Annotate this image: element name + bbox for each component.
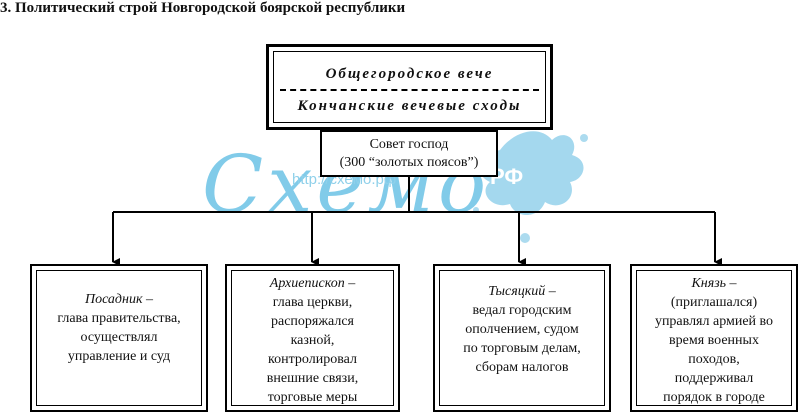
branch-inner [439, 270, 605, 406]
branch-line: ведал городским [472, 303, 572, 318]
branch-inner [36, 270, 202, 406]
district-veche-label: Кончанские вечевые сходы [297, 98, 522, 114]
branch-line: поддерживал [674, 371, 754, 386]
dashed-divider [280, 89, 539, 91]
veche-box-inner: Общегородское вече Кончанские вечевые сх… [273, 51, 546, 123]
branch-inner [231, 270, 394, 406]
branch-line: время военных [669, 333, 759, 348]
branch-line: осуществлял [80, 330, 158, 345]
branch-line: внешние связи, [266, 371, 359, 386]
branch-line: управление и суд [67, 349, 171, 364]
branch-prince: Князь – (приглашался) управлял армией во… [630, 264, 798, 412]
branch-line: (приглашался) [670, 295, 758, 310]
city-veche-label: Общегородское вече [325, 66, 494, 82]
council-title: Совет господ [369, 137, 449, 152]
branch-tysyatsky: Тысяцкий – ведал городским ополчением, с… [433, 264, 611, 412]
splash-icon [473, 131, 588, 243]
role-title: Посадник [84, 292, 143, 307]
role-title: Тысяцкий [488, 284, 546, 299]
branch-line: сборам налогов [475, 360, 569, 375]
branch-line: торговые меры [267, 390, 358, 405]
veche-box: Общегородское вече Кончанские вечевые сх… [266, 44, 553, 130]
role-title: Архиепископ [269, 276, 345, 291]
role-dash: – [344, 276, 356, 291]
branch-line: глава церкви, [272, 295, 353, 310]
role-title: Князь [691, 276, 727, 291]
branch-line: контролировал [268, 352, 357, 367]
role-dash: – [142, 292, 154, 307]
council-box: Совет господ (300 “золотых поясов”) [320, 130, 498, 177]
branch-line: распоряжался [270, 314, 354, 329]
branch-line: порядок в городе [663, 390, 765, 405]
watermark: Схемо http://схемо.рф РФ [180, 120, 600, 260]
branch-line: управлял армией во [654, 314, 774, 329]
branch-line: по торговым делам, [463, 341, 581, 356]
page-title: 3. Политический строй Новгородской боярс… [0, 0, 406, 16]
branch-inner [636, 270, 792, 406]
role-dash: – [545, 284, 556, 299]
role-dash: – [726, 276, 737, 291]
branch-line: казной, [290, 333, 335, 348]
council-subtitle: (300 “золотых поясов”) [339, 155, 479, 170]
branch-line: походов, [688, 352, 740, 367]
branch-line: ополчением, судом [465, 322, 579, 337]
branch-line: глава правительства, [57, 311, 181, 326]
branch-posadnik: Посадник – глава правительства, осуществ… [30, 264, 208, 412]
branch-archbishop: Архиепископ – глава церкви, распоряжался… [225, 264, 400, 412]
